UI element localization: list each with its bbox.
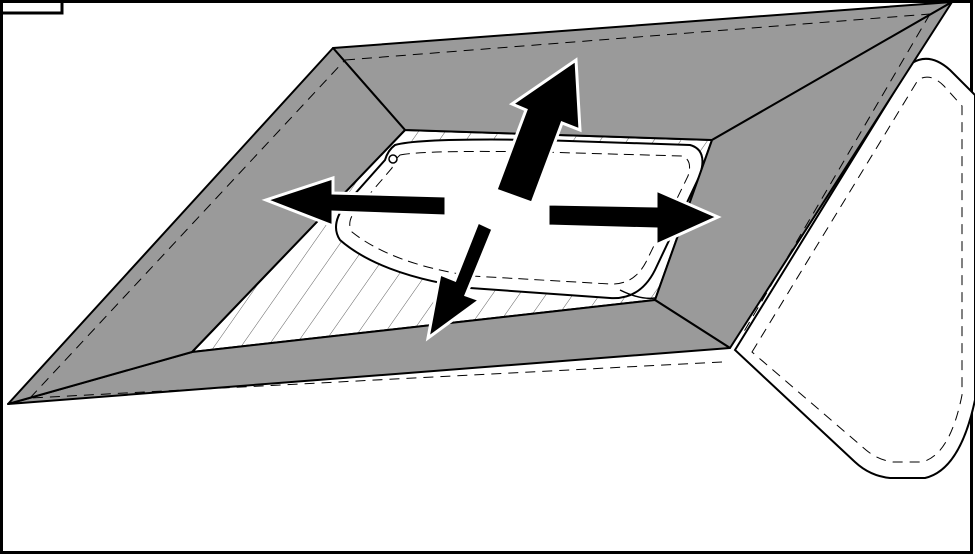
arrow-up-right-icon bbox=[494, 57, 582, 205]
spread-arrows bbox=[261, 57, 722, 342]
box-seams bbox=[29, 13, 931, 399]
arrow-down-left-icon bbox=[425, 219, 495, 342]
arrow-left-icon bbox=[261, 175, 448, 229]
box-walls bbox=[7, 1, 953, 405]
arrow-right-icon bbox=[546, 187, 722, 248]
box-lid-flap bbox=[733, 57, 975, 479]
step-label-box bbox=[1, 1, 64, 15]
